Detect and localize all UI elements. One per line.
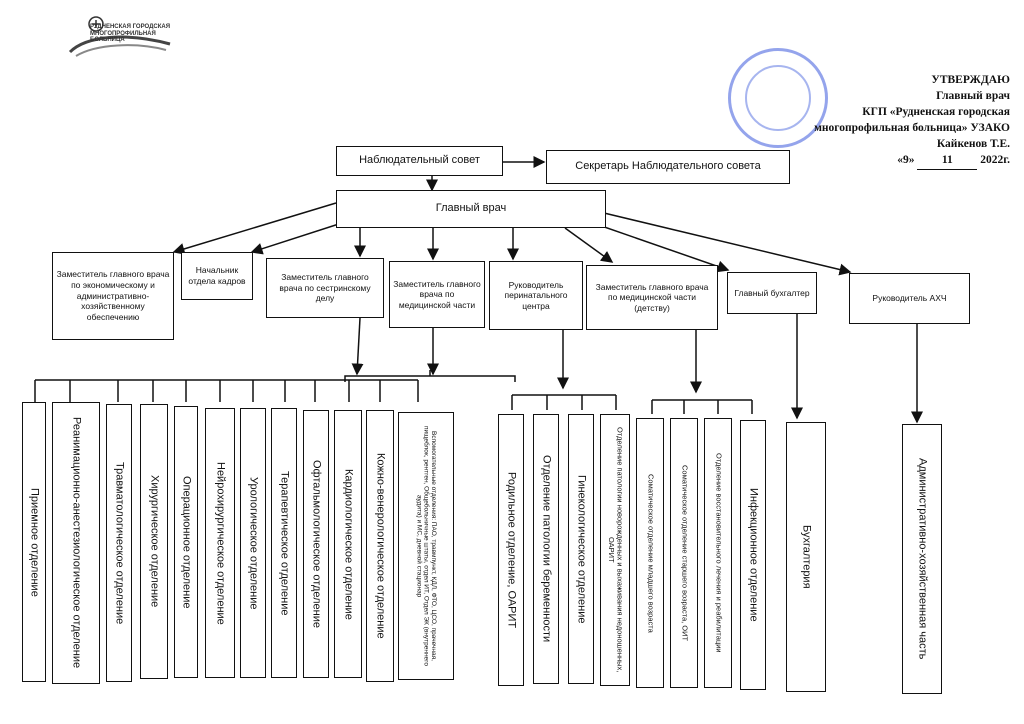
dept-urology: Урологическое отделение: [240, 408, 266, 678]
dept-neurosurgery: Нейрохирургическое отделение: [205, 408, 235, 678]
approval-position: Главный врач: [936, 90, 1010, 103]
dept-somatic-old: Соматическое отделение старшего возраста…: [670, 418, 698, 688]
approval-block: УТВЕРЖДАЮ Главный врач КГП «Рудненская г…: [814, 72, 1010, 170]
ahch-head-box: Руководитель АХЧ: [849, 273, 970, 324]
dept-maternity: Родильное отделение, ОАРИТ: [498, 414, 524, 686]
dept-surgery: Хирургическое отделение: [140, 404, 168, 679]
hr-head-box: Начальник отдела кадров: [181, 252, 253, 300]
dept-infectious: Инфекционное отделение: [740, 420, 766, 690]
dept-somatic-young: Соматическое отделение младшего возраста: [636, 418, 664, 688]
deputy-economics-box: Заместитель главного врача по экономичес…: [52, 252, 174, 340]
deputy-pediatric-box: Заместитель главного врача по медицинско…: [586, 265, 718, 330]
dept-rehab: Отделение восстановительного лечения и р…: [704, 418, 732, 688]
dept-therapy: Терапевтическое отделение: [271, 408, 297, 678]
dept-gynecology: Гинекологическое отделение: [568, 414, 594, 684]
hospital-logo: [66, 14, 176, 60]
logo-swoosh-icon: [68, 16, 171, 57]
dept-trauma: Травматологическое отделение: [106, 404, 132, 682]
chief-accountant-box: Главный бухгалтер: [727, 272, 817, 314]
supervisory-board-box: Наблюдательный совет: [336, 146, 503, 176]
official-seal: [728, 48, 828, 148]
dept-cardiology: Кардиологическое отделение: [334, 410, 362, 678]
approval-title: УТВЕРЖДАЮ: [931, 74, 1010, 86]
deputy-medical-box: Заместитель главного врача по медицинско…: [389, 261, 485, 328]
dept-ophthalmology: Офтальмологическое отделение: [303, 410, 329, 678]
dept-operating: Операционное отделение: [174, 406, 198, 678]
approval-org-line1: КГП «Рудненская городская: [862, 106, 1010, 119]
dept-auxiliary: Вспомогательные отделения: ПАО, травмпун…: [398, 412, 454, 680]
logo-text: РУДНЕНСКАЯ ГОРОДСКАЯ МНОГОПРОФИЛЬНАЯ БОЛ…: [90, 24, 171, 44]
dept-reception: Приемное отделение: [22, 402, 46, 682]
chief-doctor-box: Главный врач: [336, 190, 606, 228]
dept-admin: Административно-хозяйственная часть: [902, 424, 942, 694]
approval-org-line2: многопрофильная больница» УЗАКО: [814, 122, 1010, 135]
deputy-nursing-box: Заместитель главного врача по сестринско…: [266, 258, 384, 318]
approval-date: «9» 11 2022г.: [814, 152, 1010, 170]
dept-newborn: Отделение патологии новорожденных и выха…: [600, 414, 630, 686]
perinatal-head-box: Руководитель перинатального центра: [489, 261, 583, 330]
dept-pregnancy: Отделение патологии беременности: [533, 414, 559, 684]
dept-icu: Реанимационно-анестезиологическое отделе…: [52, 402, 100, 684]
dept-accounting: Бухгалтерия: [786, 422, 826, 692]
approval-signatory: Кайкенов Т.Е.: [936, 138, 1010, 151]
dept-dermatology: Кожно-венерологическое отделение: [366, 410, 394, 682]
board-secretary-box: Секретарь Наблюдательного совета: [546, 150, 790, 184]
